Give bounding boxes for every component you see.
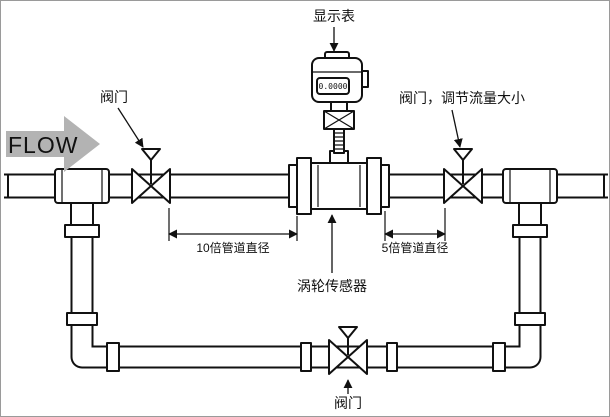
display-head: 0.0000: [311, 51, 369, 154]
left-tee: [54, 168, 110, 238]
display-window: [316, 77, 350, 95]
valve-bottom-callout: 阀门: [334, 379, 362, 411]
flow-direction: FLOW: [6, 116, 100, 172]
valve-right-label: 阀门，调节流量大小: [399, 90, 525, 106]
bypass-pipe: [70, 193, 542, 369]
valve-top-left-callout: 阀门: [100, 89, 144, 148]
left-valve: [131, 148, 171, 204]
dim-upstream-label: 10倍管道直径: [196, 240, 269, 255]
dim-downstream-label: 5倍管道直径: [382, 240, 449, 255]
right-tee: [502, 168, 558, 238]
pipe-couplings: [66, 312, 546, 372]
thread-marks: [334, 132, 344, 150]
dimension-downstream: 5倍管道直径: [382, 208, 449, 255]
turbine-sensor-label: 涡轮传感器: [297, 278, 367, 294]
pipe-end-caps: [7, 174, 605, 198]
dimension-upstream: 10倍管道直径: [168, 208, 298, 255]
union-cross: [323, 110, 355, 130]
right-valve: [443, 148, 483, 204]
turbine-sensor-callout: 涡轮传感器: [297, 214, 367, 294]
bottom-valve: [328, 326, 368, 375]
valve-top-left-label: 阀门: [100, 89, 128, 105]
valve-handle: [338, 326, 358, 339]
flow-label: FLOW: [8, 132, 78, 158]
valve-handle: [141, 148, 161, 161]
flow-arrow-icon: [6, 116, 100, 172]
valve-right-callout: 阀门，调节流量大小: [399, 90, 525, 148]
display-reading: 0.0000: [319, 82, 348, 91]
valve-bottom-label: 阀门: [334, 395, 362, 411]
display-meter-label: 显示表: [313, 8, 355, 24]
valve-handle: [453, 148, 473, 161]
turbine-flow-meter: [288, 150, 390, 215]
display-meter-callout: 显示表: [313, 8, 355, 52]
